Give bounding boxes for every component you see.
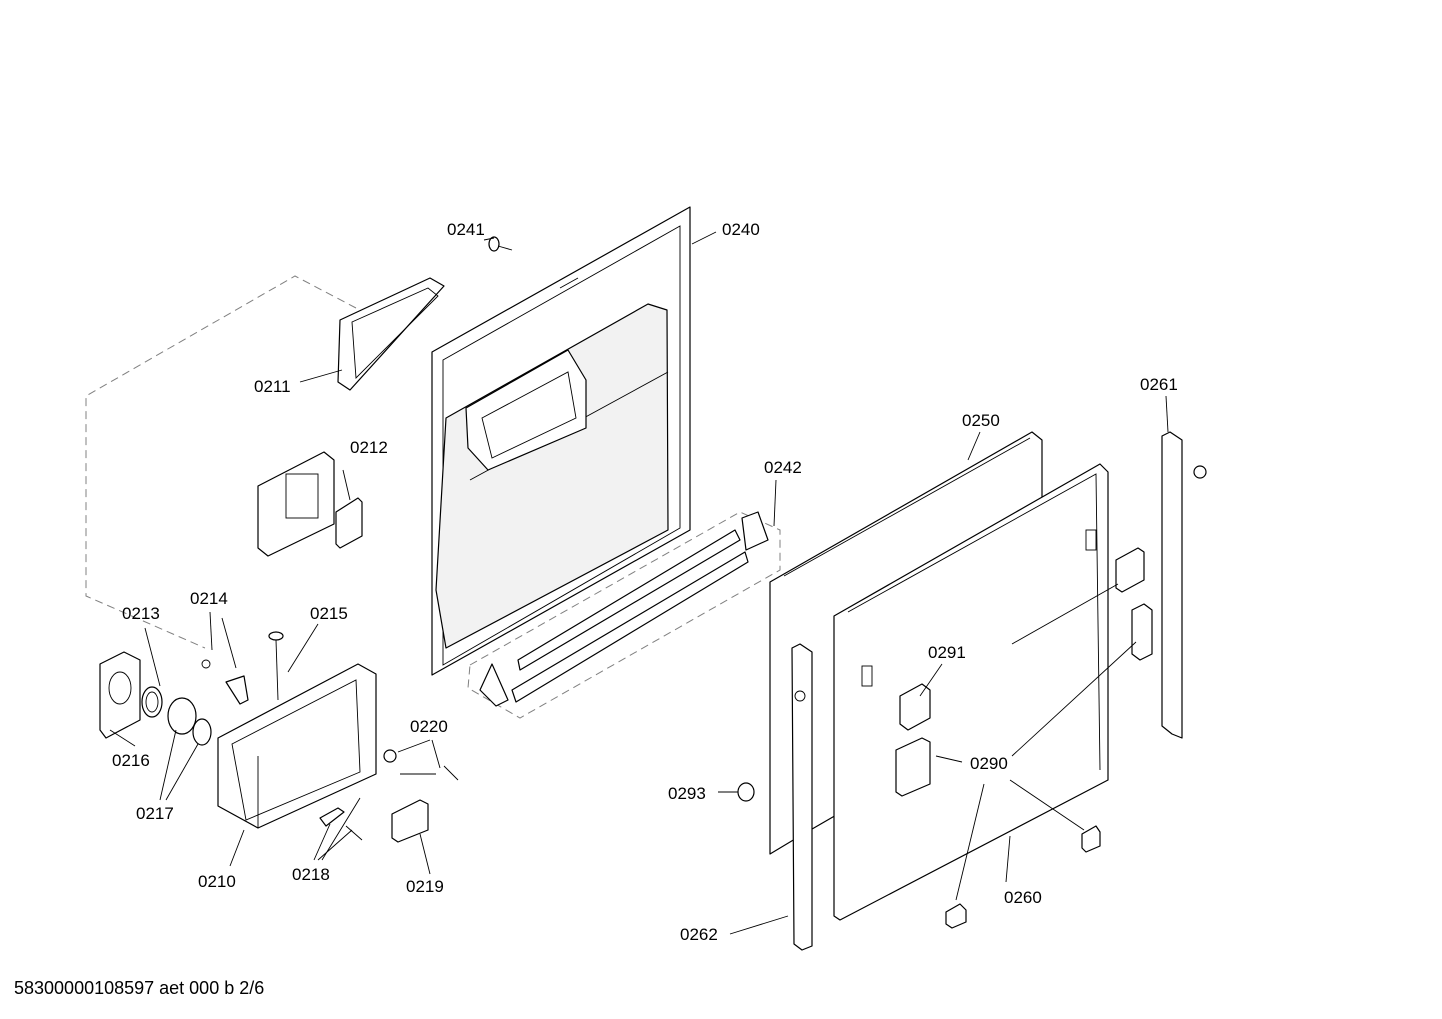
label-0291: 0291: [928, 643, 966, 662]
label-0262: 0262: [680, 925, 718, 944]
part-0293-plug[interactable]: [737, 782, 755, 802]
label-0217: 0217: [136, 804, 174, 823]
part-0291-catch[interactable]: [899, 683, 931, 731]
label-0218: 0218: [292, 865, 330, 884]
document-footer-code: 58300000108597 aet 000 b 2/6: [14, 978, 265, 998]
part-0210-dispenser[interactable]: [217, 663, 377, 829]
part-0242-door-strip[interactable]: [467, 511, 781, 719]
label-0210: 0210: [198, 872, 236, 891]
label-0213: 0213: [122, 604, 160, 623]
label-0220: 0220: [410, 717, 448, 736]
part-0290-bracket[interactable]: [895, 547, 1153, 929]
part-0262-side-trim[interactable]: [791, 643, 813, 951]
part-0218-lever[interactable]: [319, 807, 363, 841]
assembly-boundary-line: [85, 275, 357, 649]
part-0215-valve[interactable]: [268, 631, 284, 701]
leader-lines: [109, 231, 1169, 935]
label-0260: 0260: [1004, 888, 1042, 907]
label-0250: 0250: [962, 411, 1000, 430]
label-0214: 0214: [190, 589, 228, 608]
part-labels: 0241 0240 0211 0212 0242 0250 0261 0214 …: [112, 220, 1178, 944]
part-0212-bracket[interactable]: [257, 451, 363, 557]
part-0217-housing[interactable]: [167, 697, 212, 746]
label-0219: 0219: [406, 877, 444, 896]
label-0215: 0215: [310, 604, 348, 623]
part-0214-spring[interactable]: [201, 659, 249, 705]
label-0240: 0240: [722, 220, 760, 239]
label-0216: 0216: [112, 751, 150, 770]
label-0290: 0290: [970, 754, 1008, 773]
label-0212: 0212: [350, 438, 388, 457]
part-0219-switch[interactable]: [391, 799, 429, 843]
part-0220-actuator[interactable]: [383, 749, 459, 781]
part-0211-frame[interactable]: [337, 277, 445, 391]
part-0241-screw[interactable]: [488, 236, 513, 252]
part-0240-inner-door[interactable]: [431, 206, 691, 676]
label-0293: 0293: [668, 784, 706, 803]
label-0211: 0211: [254, 377, 291, 396]
part-0261-side-trim[interactable]: [1161, 431, 1207, 739]
part-0260-front-panel[interactable]: [833, 463, 1109, 921]
label-0242: 0242: [764, 458, 802, 477]
part-0216-ring[interactable]: [141, 686, 163, 718]
label-0241: 0241: [447, 220, 485, 239]
part-0213-cap[interactable]: [99, 651, 141, 739]
label-0261: 0261: [1140, 375, 1178, 394]
